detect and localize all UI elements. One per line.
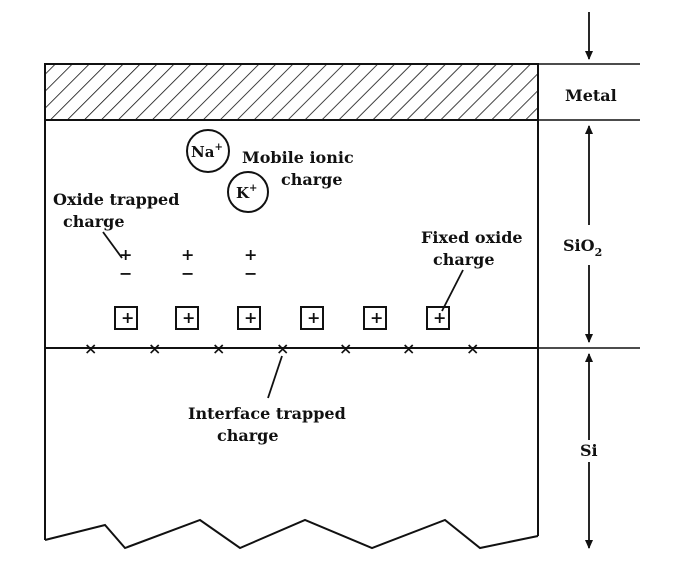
potassium-charge: +	[249, 183, 257, 194]
mobile-ionic-label-line1: Mobile ionic	[242, 148, 354, 167]
fixed-charge-plus-1: +	[121, 308, 134, 327]
interface-trapped-leader	[267, 355, 283, 399]
sodium-ion-label: Na+	[191, 142, 223, 161]
fixed-oxide-leader	[441, 269, 464, 312]
potassium-ion-label: K+	[236, 183, 257, 202]
oxide-trapped-label-line1: Oxide trapped	[53, 190, 179, 209]
device-outline	[44, 120, 539, 540]
fixed-charge-box-5	[363, 306, 387, 330]
sodium-ion-circle	[186, 129, 230, 173]
metal-label: Metal	[565, 86, 617, 105]
fixed-charge-plus-4: +	[307, 308, 320, 327]
fixed-charge-box-3	[237, 306, 261, 330]
fixed-charge-plus-2: +	[182, 308, 195, 327]
fixed-oxide-label-line2: charge	[433, 250, 495, 269]
oxide-trapped-plus-2: +	[181, 245, 194, 264]
oxide-trapped-charges: + − + − + −	[119, 245, 257, 283]
oxide-trapped-minus-2: −	[181, 264, 194, 283]
interface-trapped-label-line2: charge	[217, 426, 279, 445]
interface-trap-1: ×	[84, 339, 97, 358]
fixed-charge-box-6	[426, 306, 450, 330]
oxide-trapped-plus-3: +	[244, 245, 257, 264]
fixed-oxide-label-line1: Fixed oxide	[421, 228, 523, 247]
oxide-trapped-plus-1: +	[119, 245, 132, 264]
fixed-charge-box-1	[114, 306, 138, 330]
interface-trap-5: ×	[339, 339, 352, 358]
oxide-trapped-leader	[102, 231, 123, 259]
fixed-oxide-charges: + + + + + +	[114, 306, 450, 330]
fixed-charge-box-4	[300, 306, 324, 330]
oxide-label-subscript: 2	[595, 246, 603, 259]
interface-trap-7: ×	[466, 339, 479, 358]
interface-trapped-label-line1: Interface trapped	[188, 404, 346, 423]
oxide-label: SiO2	[563, 236, 602, 259]
interface-trap-6: ×	[402, 339, 415, 358]
potassium-symbol: K	[236, 184, 250, 202]
fixed-charge-box-2	[175, 306, 199, 330]
metal-layer	[44, 63, 539, 121]
interface-traps: × × × × × × ×	[84, 339, 479, 358]
fixed-charge-plus-5: +	[370, 308, 383, 327]
interface-trap-4: ×	[276, 339, 289, 358]
sodium-symbol: Na	[191, 143, 215, 161]
oxide-label-main: SiO	[563, 236, 595, 255]
interface-trap-2: ×	[148, 339, 161, 358]
fixed-charge-plus-3: +	[244, 308, 257, 327]
fixed-charge-plus-6: +	[433, 308, 446, 327]
mobile-ionic-label-line2: charge	[281, 170, 343, 189]
potassium-ion-circle	[227, 171, 269, 213]
sodium-charge: +	[214, 142, 222, 153]
silicon-broken-edge	[44, 518, 539, 550]
interface-trap-3: ×	[212, 339, 225, 358]
silicon-label: Si	[580, 441, 598, 460]
oxide-trapped-minus-1: −	[119, 264, 132, 283]
oxide-trapped-minus-3: −	[244, 264, 257, 283]
oxide-trapped-label-line2: charge	[63, 212, 125, 231]
